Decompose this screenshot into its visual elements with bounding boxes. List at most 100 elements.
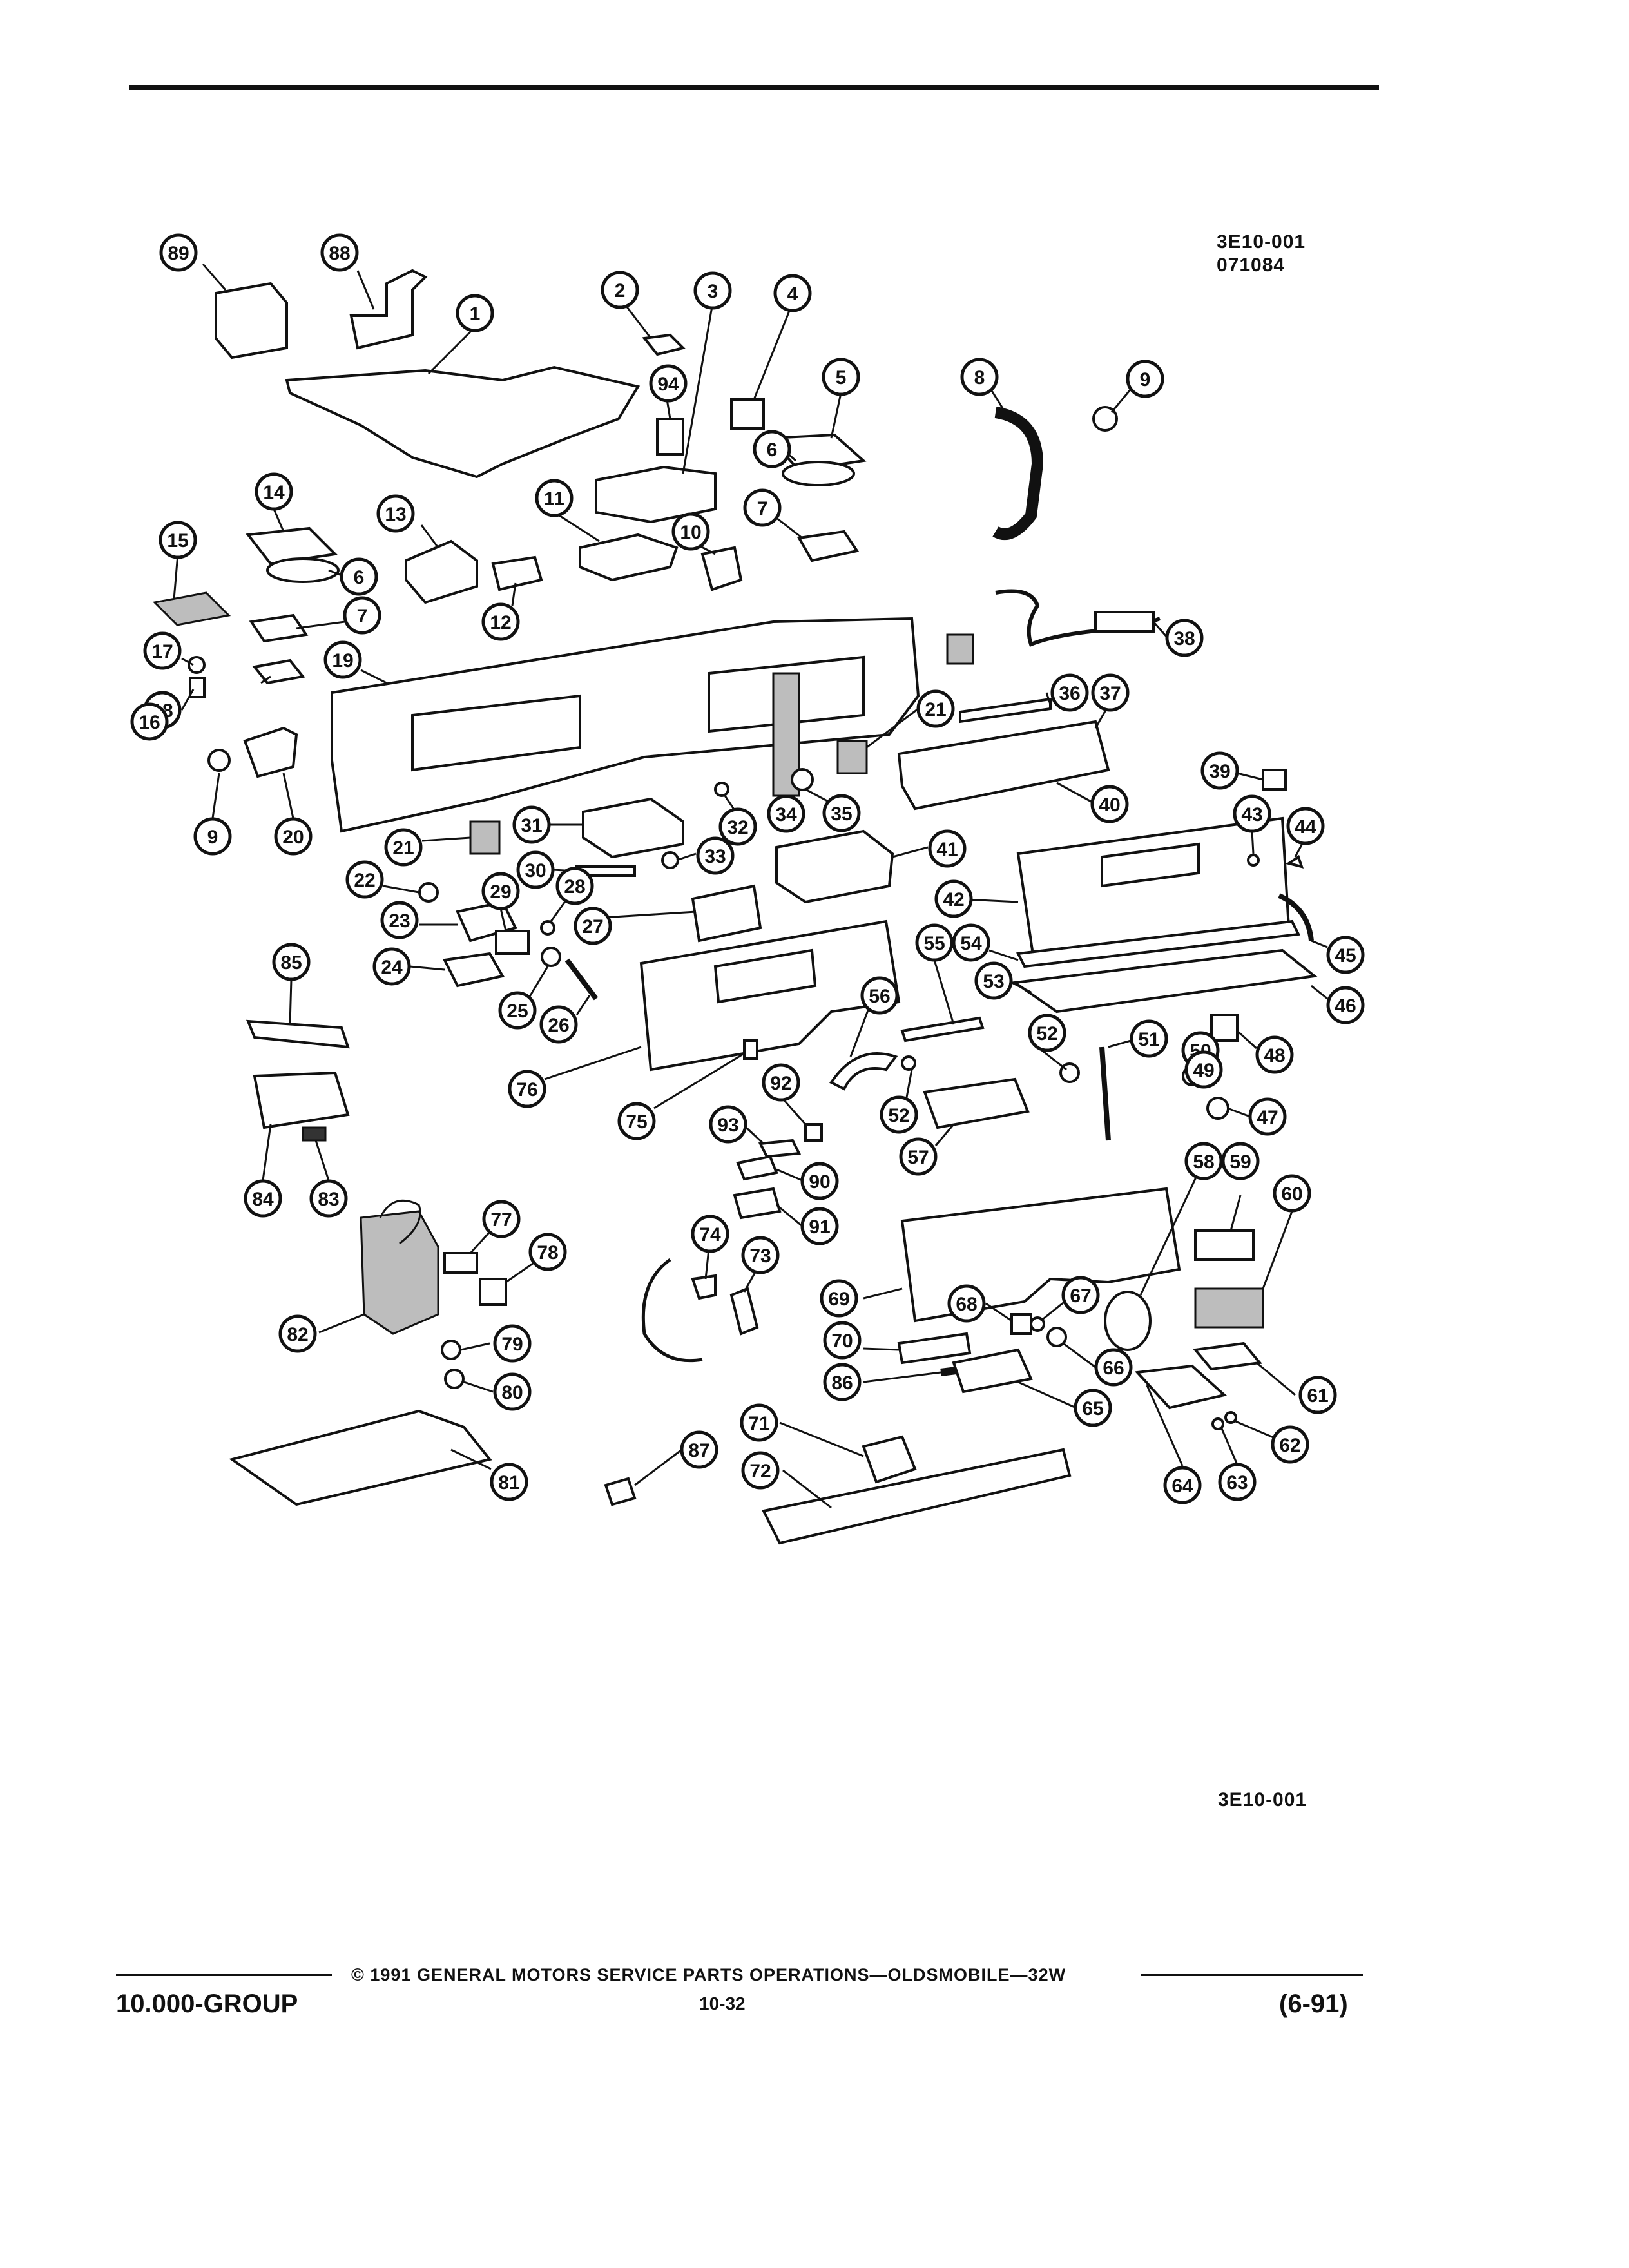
callout-22: 22 [345,860,384,899]
svg-text:28: 28 [564,876,585,898]
svg-text:35: 35 [831,803,852,825]
callout-78: 78 [528,1233,567,1271]
callout-38: 38 [1165,619,1204,657]
callout-25: 25 [498,991,537,1030]
callout-53: 53 [974,961,1013,1000]
callout-35: 35 [822,794,861,832]
callout-13: 13 [376,494,415,533]
part-29-switch [495,930,530,955]
callout-7a: 7 [743,488,782,527]
callout-12: 12 [481,602,520,641]
part-55-bracket [900,1016,985,1043]
callout-79: 79 [493,1324,532,1363]
svg-text:21: 21 [392,838,414,859]
svg-text:43: 43 [1241,804,1262,825]
part-37-glove-box [897,720,1110,811]
svg-text:14: 14 [263,482,285,503]
svg-text:46: 46 [1335,995,1356,1017]
callout-2: 2 [601,271,639,309]
part-65-housing [952,1348,1033,1394]
part-4-switch [730,398,765,430]
callout-90: 90 [800,1162,839,1200]
part-7-speaker-left [249,613,309,643]
callout-34: 34 [767,794,805,833]
svg-text:74: 74 [699,1224,721,1245]
callout-83: 83 [309,1179,348,1218]
callout-85: 85 [272,943,311,981]
part-47-knob [1206,1097,1229,1120]
callout-20: 20 [274,817,313,856]
part-24-switch [442,952,505,988]
svg-text:62: 62 [1279,1435,1300,1456]
callout-61: 61 [1298,1376,1337,1414]
callout-71: 71 [740,1403,778,1442]
part-82-harness [360,1210,439,1335]
callout-94: 94 [649,364,688,403]
part-20-bracket [243,726,298,778]
svg-text:29: 29 [490,881,511,903]
footer-page-number: 10-32 [699,1994,746,2013]
svg-text:61: 61 [1307,1385,1328,1407]
figure-code-top: 3E10-001 [1217,231,1306,253]
callout-21a: 21 [916,689,955,728]
part-62-clip [1224,1411,1237,1424]
callout-40: 40 [1090,785,1129,823]
part-11-bracket [579,533,679,582]
callout-55: 55 [915,923,954,962]
callout-6b: 6 [340,557,378,596]
svg-text:36: 36 [1059,683,1080,704]
part-14-grille [246,526,338,566]
callout-65: 65 [1074,1389,1112,1427]
part-41-control [775,829,894,904]
callout-45: 45 [1326,936,1365,974]
svg-text:86: 86 [831,1372,853,1394]
part-25-knob [541,947,561,967]
svg-text:41: 41 [936,839,958,860]
footer-group: 10.000-GROUP [116,1990,298,2018]
callout-76: 76 [508,1070,546,1108]
callout-27: 27 [574,907,612,945]
part-39-switch [1262,769,1287,791]
callout-49: 49 [1184,1050,1223,1089]
callout-15: 15 [159,521,197,559]
callout-43: 43 [1233,794,1271,833]
part-57-radio [923,1077,1030,1129]
svg-text:52: 52 [1036,1023,1057,1044]
footer-rule-right [1141,1974,1363,1976]
svg-text:51: 51 [1138,1029,1159,1050]
svg-text:40: 40 [1099,794,1120,816]
svg-text:69: 69 [828,1289,849,1310]
svg-text:25: 25 [506,1001,528,1022]
part-19-cluster-opening [411,694,581,772]
svg-text:42: 42 [943,889,964,910]
callout-93: 93 [709,1105,747,1144]
callout-82: 82 [278,1314,317,1353]
svg-text:5: 5 [836,367,847,389]
callout-44: 44 [1286,807,1325,845]
callout-31: 31 [512,805,551,844]
svg-text:49: 49 [1193,1060,1214,1081]
part-18-spacer [189,677,206,698]
svg-text:94: 94 [657,374,679,395]
callout-51: 51 [1130,1019,1168,1058]
svg-text:7: 7 [357,606,368,627]
callout-19: 19 [323,640,362,679]
part-22-clip [418,882,439,903]
part-1-duct [285,365,641,479]
part-58-ring [1104,1291,1152,1351]
callout-80: 80 [493,1372,532,1411]
svg-text:34: 34 [775,804,797,825]
svg-text:3: 3 [708,281,718,302]
svg-text:20: 20 [282,827,304,848]
svg-text:56: 56 [869,986,890,1007]
callout-73: 73 [741,1236,780,1274]
svg-text:31: 31 [521,815,542,836]
part-92-clip [804,1123,823,1142]
svg-text:88: 88 [329,243,350,264]
svg-text:6: 6 [767,439,778,461]
part-43-clip [1247,854,1260,867]
callout-47: 47 [1248,1097,1287,1136]
callout-81: 81 [490,1463,528,1501]
